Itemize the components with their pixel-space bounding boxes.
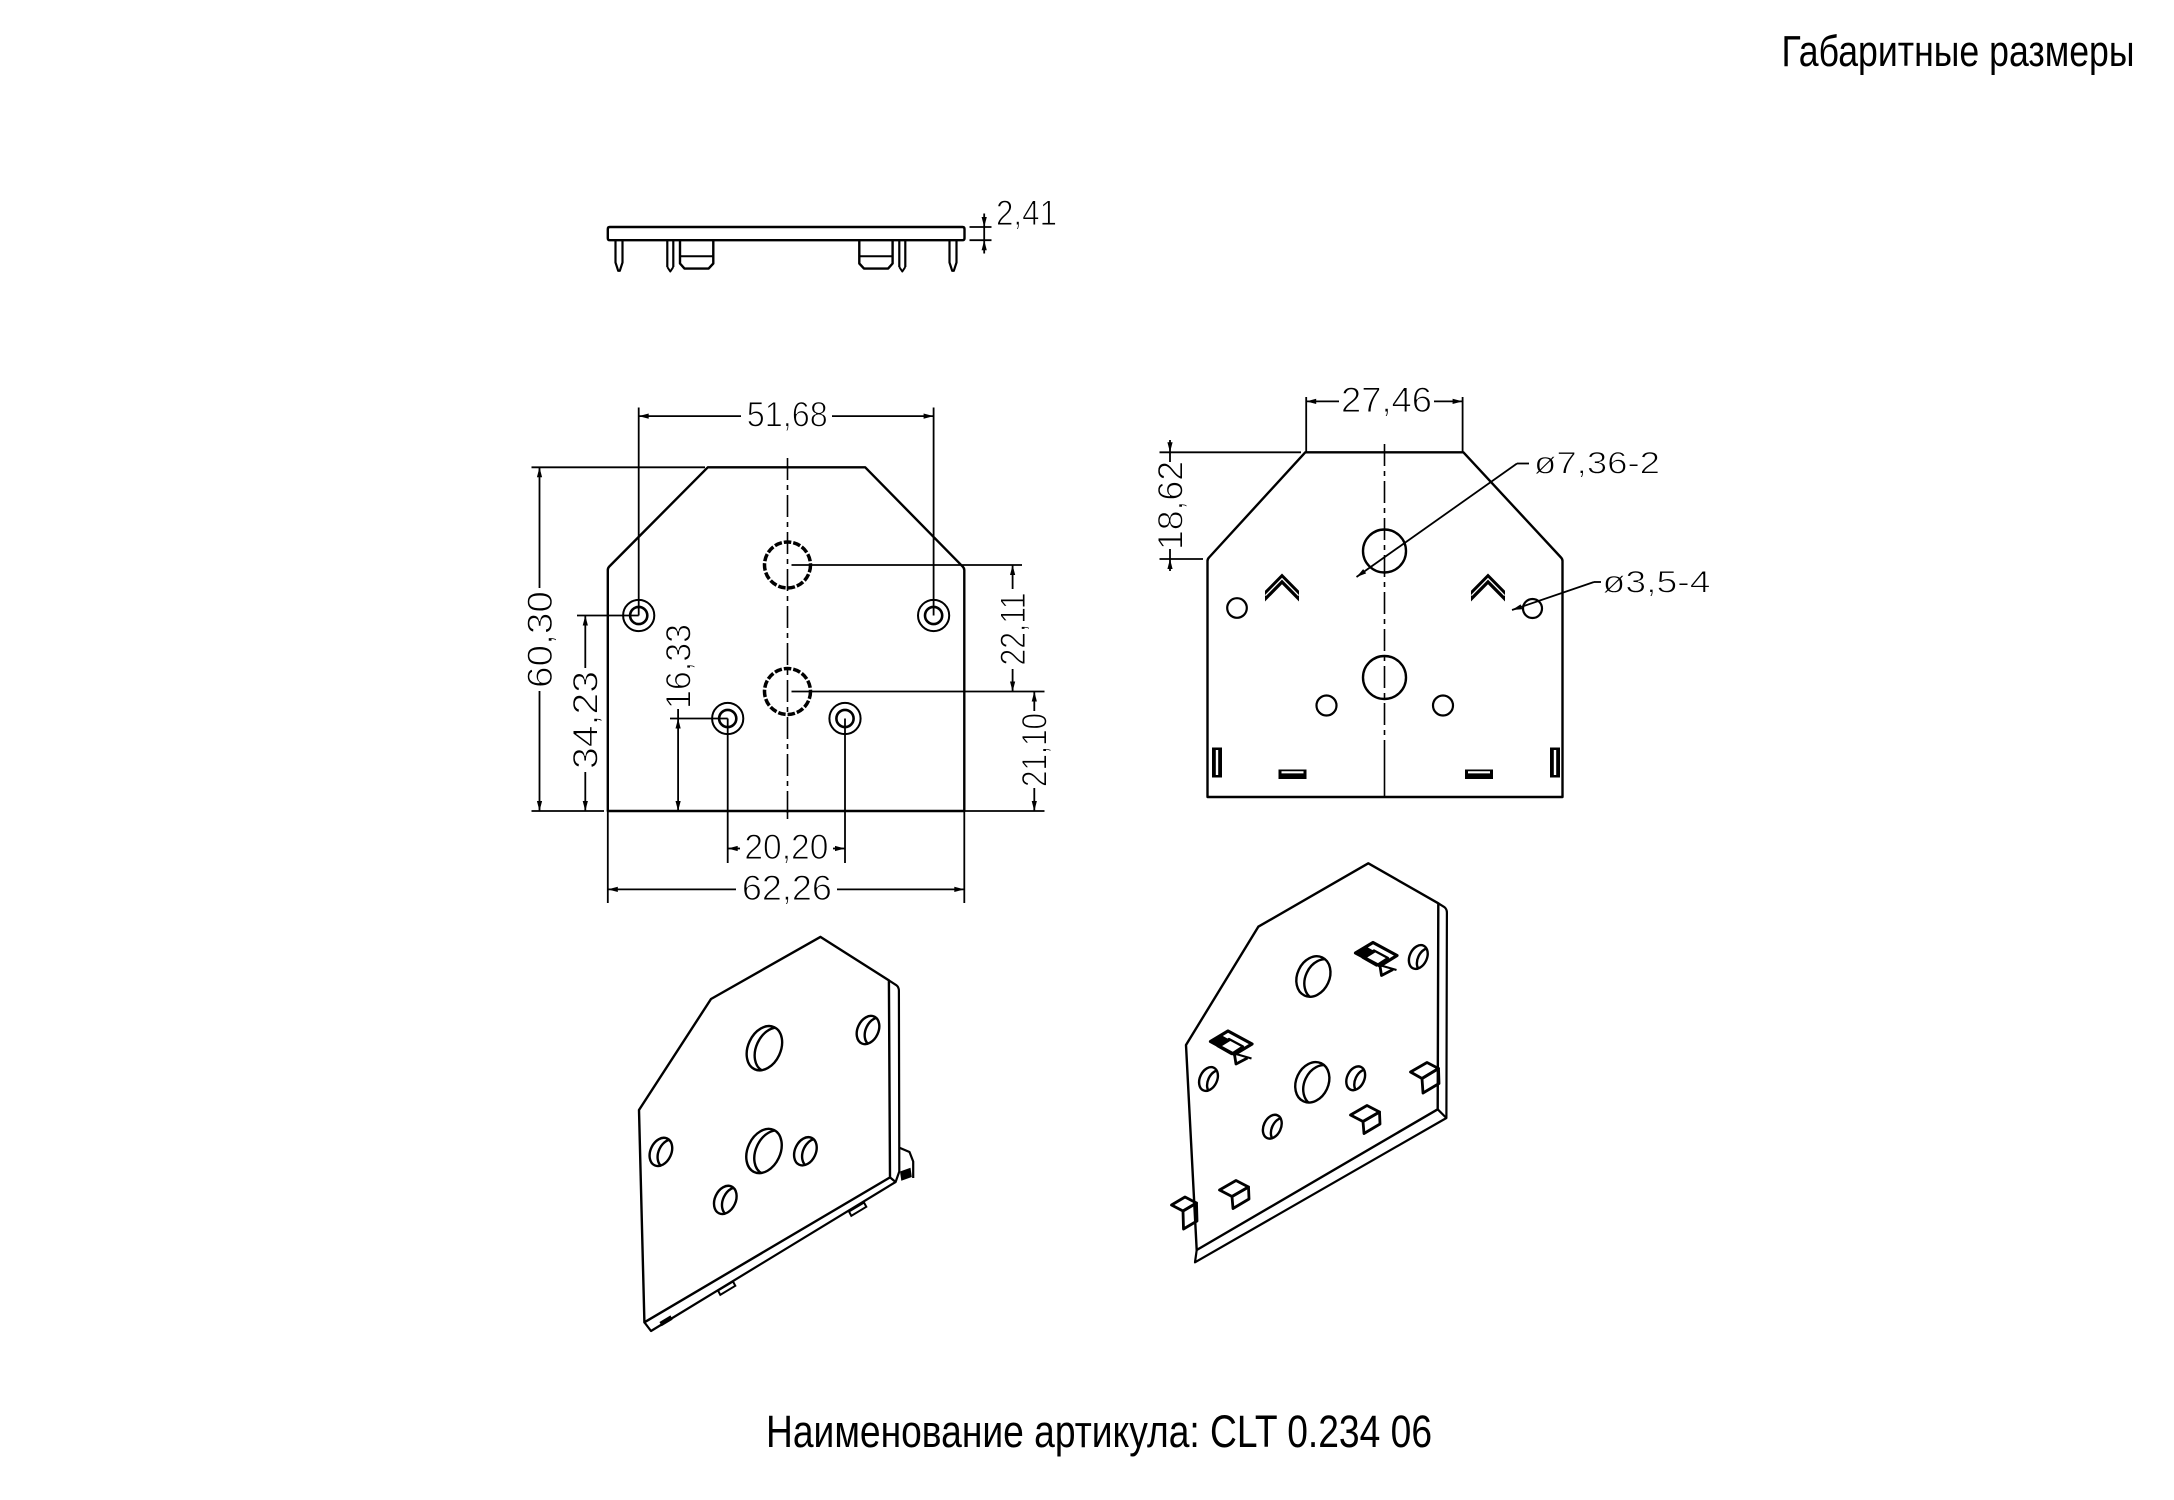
svg-text:ø3,5-4: ø3,5-4 — [1603, 564, 1711, 600]
svg-text:Габаритные размеры: Габаритные размеры — [1782, 28, 2135, 76]
svg-text:21,10: 21,10 — [1016, 713, 1055, 787]
svg-text:Наименование артикула: CLT 0.2: Наименование артикула: CLT 0.234 06 — [766, 1406, 1432, 1457]
svg-text:51,68: 51,68 — [747, 396, 828, 435]
svg-text:27,46: 27,46 — [1341, 381, 1432, 420]
svg-text:ø7,36-2: ø7,36-2 — [1534, 445, 1660, 481]
svg-text:18,62: 18,62 — [1151, 461, 1190, 550]
svg-text:2,41: 2,41 — [996, 194, 1057, 233]
svg-text:16,33: 16,33 — [660, 624, 699, 709]
svg-text:34,23: 34,23 — [567, 671, 606, 769]
svg-text:22,11: 22,11 — [994, 593, 1033, 666]
svg-text:62,26: 62,26 — [742, 869, 832, 908]
svg-text:20,20: 20,20 — [744, 828, 828, 867]
svg-text:60,30: 60,30 — [521, 591, 560, 688]
